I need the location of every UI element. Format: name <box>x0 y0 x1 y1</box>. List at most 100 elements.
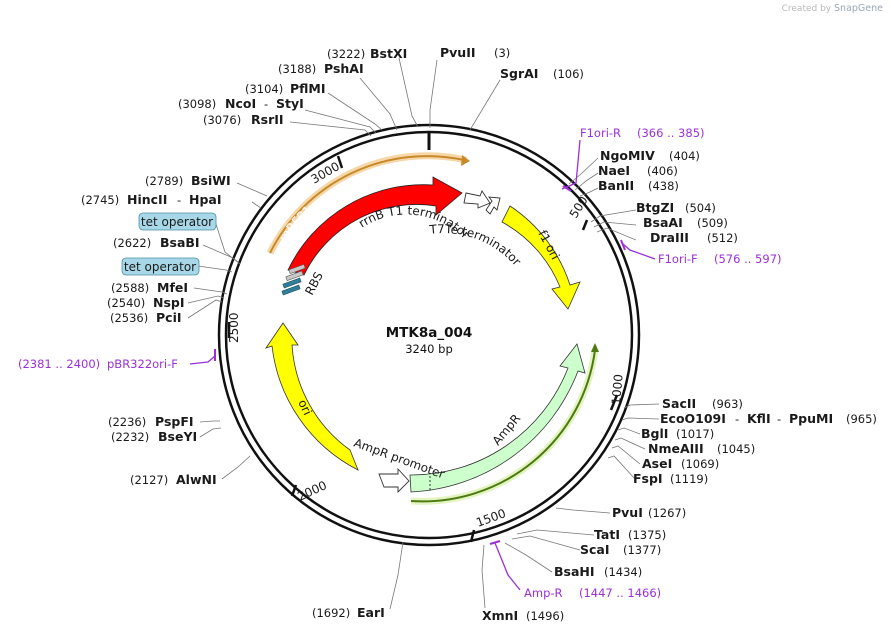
site-ecoo109i-sep: - <box>735 412 739 426</box>
site-pflmi-pos: (3104) <box>245 82 283 96</box>
site-sgrai-pos: (106) <box>553 67 584 81</box>
site-banii-name[interactable]: BanII <box>598 178 634 193</box>
primer-f1ori-f-name[interactable]: F1ori-F <box>658 252 698 266</box>
primer-amp-r-range: (1447 .. 1466) <box>579 586 661 600</box>
tet-operator-label-2: tet operator <box>124 260 196 274</box>
site-ngomiv-pos: (404) <box>669 149 700 163</box>
site-pvuii-pos: (3) <box>494 46 510 60</box>
primer-pbr322ori-f-range: (2381 .. 2400) <box>18 357 100 371</box>
tick-label-1500: 1500 <box>474 506 507 530</box>
site-ecoo109i-name[interactable]: EcoO109I <box>660 411 726 426</box>
site-mfei-name[interactable]: MfeI <box>157 280 188 295</box>
site-scai-pos: (1377) <box>623 543 661 557</box>
site-naei-name[interactable]: NaeI <box>598 163 630 178</box>
site-ncoi-sep: - <box>264 97 268 111</box>
site-scai-name[interactable]: ScaI <box>580 542 610 557</box>
site-alwni-name[interactable]: AlwNI <box>176 472 217 487</box>
site-tati-name[interactable]: TatI <box>594 527 620 542</box>
feature-rbs-label: RBS <box>302 270 326 298</box>
tet-operator-box-1[interactable] <box>138 212 217 231</box>
primer-amp-r-name[interactable]: Amp-R <box>524 586 563 600</box>
site-rsrii-pos: (3076) <box>203 113 241 127</box>
site-nspi-pos: (2540) <box>107 296 145 310</box>
site-kfli-name[interactable]: KflI <box>747 411 771 426</box>
site-draiii-name[interactable]: DraIII <box>650 230 689 245</box>
feature-ampr-promoter-arrow[interactable] <box>378 467 410 494</box>
site-asei-name[interactable]: AseI <box>642 456 672 471</box>
site-bseyi-name[interactable]: BseYI <box>158 429 197 444</box>
site-ppumi-name[interactable]: PpuMI <box>789 411 833 426</box>
site-pcii-name[interactable]: PciI <box>156 310 182 325</box>
primer-f1ori-r-name[interactable]: F1ori-R <box>580 126 621 140</box>
site-kfli-sep: - <box>777 412 781 426</box>
feature-ampr-arrow[interactable] <box>409 343 586 493</box>
site-asei-pos: (1069) <box>681 457 719 471</box>
primer-pbr322ori-f-name[interactable]: pBR322ori-F <box>107 357 178 371</box>
site-bsaai-name[interactable]: BsaAI <box>643 215 683 230</box>
site-nmeaiii-name[interactable]: NmeAIII <box>648 441 704 456</box>
site-ecoo109i-pos: (965) <box>846 412 877 426</box>
site-ncoi-pos: (3098) <box>178 97 216 111</box>
primer-f1ori-r-range: (366 .. 385) <box>637 126 705 140</box>
site-bsabi-name[interactable]: BsaBI <box>160 235 200 250</box>
site-pvui-name[interactable]: PvuI <box>612 505 643 520</box>
orf-mrfp1-arc <box>269 155 465 254</box>
tick-label-1000: 1000 <box>609 374 626 406</box>
site-pflmi-name[interactable]: PflMI <box>290 81 326 96</box>
site-sgrai-name[interactable]: SgrAI <box>500 66 538 81</box>
site-bstxi-name[interactable]: BstXI <box>370 46 407 61</box>
site-btgzi-name[interactable]: BtgZI <box>636 200 674 215</box>
site-bsiwi-pos: (2789) <box>145 174 183 188</box>
site-pshai-name[interactable]: PshAI <box>324 61 364 76</box>
site-fspi-name[interactable]: FspI <box>633 471 663 486</box>
tick-1000 <box>609 394 619 411</box>
site-pvuii-name[interactable]: PvuII <box>440 45 476 60</box>
site-bsahi-name[interactable]: BsaHI <box>554 564 595 579</box>
site-bsaai-pos: (509) <box>697 216 728 230</box>
site-sacii-name[interactable]: SacII <box>662 396 696 411</box>
tet-operator-mark-1 <box>288 263 306 275</box>
site-hincii-name[interactable]: HincII <box>127 192 167 207</box>
site-naei-pos: (406) <box>647 164 678 178</box>
site-banii-pos: (438) <box>648 179 679 193</box>
tick-label-2500: 2500 <box>227 312 241 343</box>
site-bstxi-pos: (3222) <box>327 47 365 61</box>
site-bsiwi-name[interactable]: BsiWI <box>191 173 231 188</box>
site-bseyi-pos: (2232) <box>111 430 149 444</box>
feature-mrfp1-arrow[interactable] <box>287 176 463 276</box>
tet-operator-box-2[interactable] <box>121 257 200 276</box>
primer-amp-r-mark <box>489 540 501 545</box>
feature-rrnb-terminator-arrow[interactable] <box>463 190 491 209</box>
site-rsrii-name[interactable]: RsrII <box>251 112 284 127</box>
site-ncoi-name[interactable]: NcoI <box>225 96 256 111</box>
site-xmni-pos: (1496) <box>526 609 564 623</box>
feature-t7te-label: T7Te terminator <box>428 222 524 268</box>
site-hincii-pos: (2745) <box>81 193 119 207</box>
primer-marks <box>189 139 656 591</box>
feature-t7te-terminator-arrow[interactable] <box>485 196 501 215</box>
site-ngomiv-name[interactable]: NgoMIV <box>600 148 655 163</box>
feature-ori-label: ori <box>295 397 314 417</box>
site-pspfi-name[interactable]: PspFI <box>155 414 194 429</box>
feature-f1-ori-arrow[interactable] <box>501 205 581 310</box>
rbs-mark-2 <box>281 284 301 296</box>
rbs-mark-1 <box>282 277 302 289</box>
site-hincii-sep: - <box>177 193 181 207</box>
site-pcii-pos: (2536) <box>110 311 148 325</box>
site-draiii-pos: (512) <box>707 231 738 245</box>
plasmid-length: 3240 bp <box>405 342 453 356</box>
primer-amp-r-line <box>494 542 521 591</box>
site-pspfi-pos: (2236) <box>108 415 146 429</box>
site-nspi-name[interactable]: NspI <box>153 295 185 310</box>
site-alwni-pos: (2127) <box>130 473 168 487</box>
site-bgli-name[interactable]: BglI <box>641 426 668 441</box>
site-eari-name[interactable]: EarI <box>357 605 385 620</box>
site-hpai-name[interactable]: HpaI <box>189 192 222 207</box>
site-bsahi-pos: (1434) <box>604 565 642 579</box>
site-styi-name[interactable]: StyI <box>276 96 304 111</box>
site-xmni-name[interactable]: XmnI <box>482 608 518 623</box>
site-sacii-pos: (963) <box>712 397 743 411</box>
feature-ori-arrow[interactable] <box>265 322 359 471</box>
primer-f1ori-r-line <box>561 139 581 190</box>
site-mfei-pos: (2588) <box>111 281 149 295</box>
